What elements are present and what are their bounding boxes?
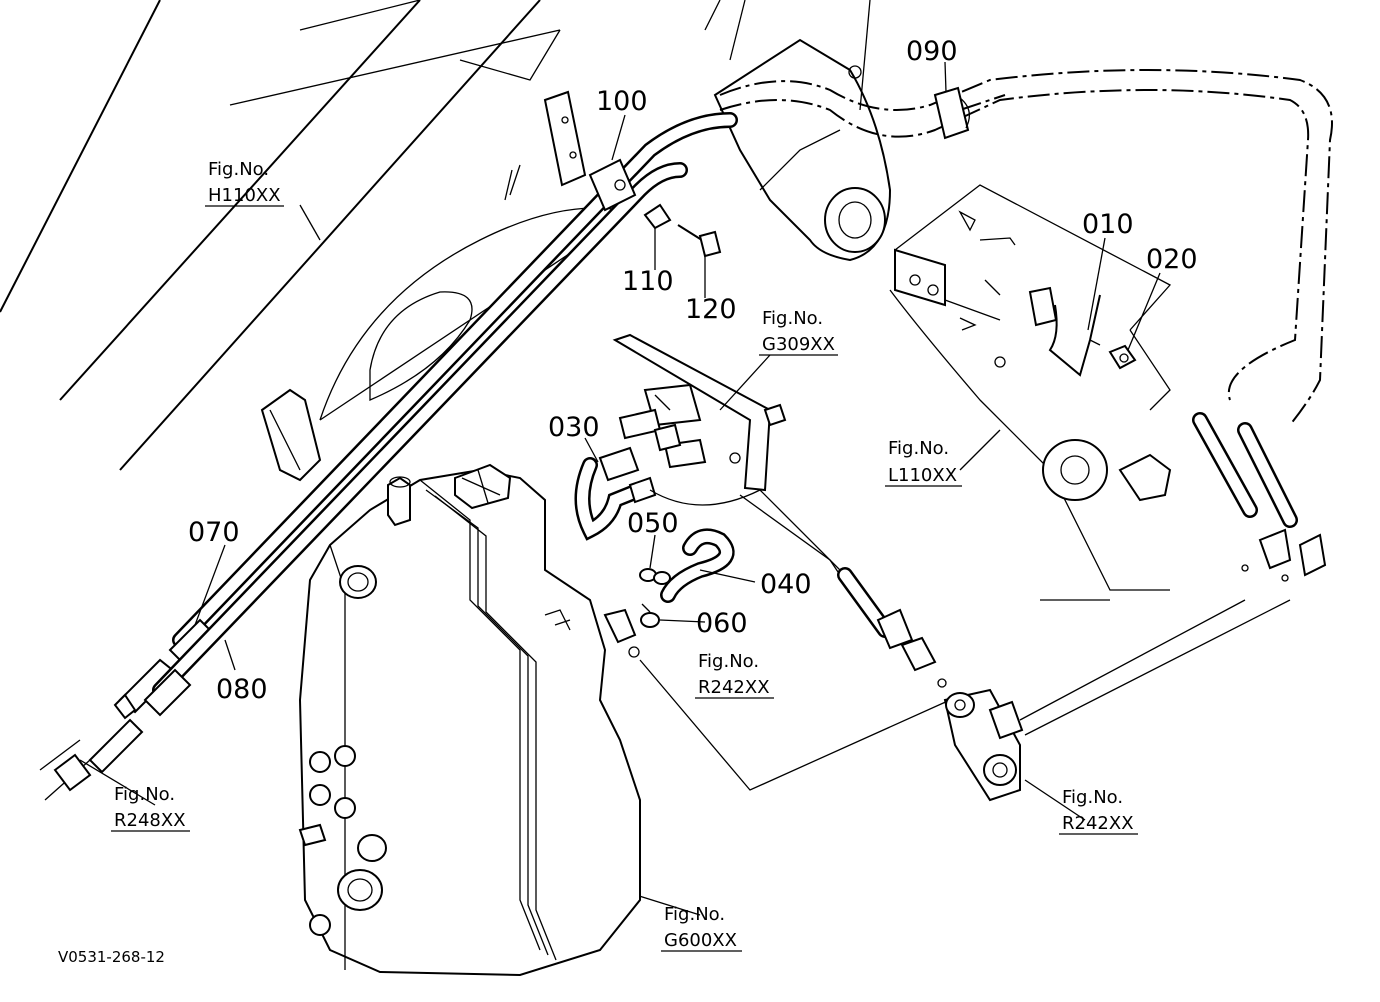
part-labels: 090 100 010 020 110 120 030 050 070 040 … [188, 36, 1198, 705]
tank-g600 [298, 463, 641, 977]
fig-l110-code: L110XX [888, 465, 957, 486]
hose-080 [88, 162, 688, 774]
part-label-070: 070 [188, 517, 240, 548]
clamp-050 [639, 568, 671, 585]
fig-r248-code: R248XX [114, 810, 186, 831]
fig-r242-right-code: R242XX [1062, 813, 1134, 834]
hose-040 [660, 528, 735, 603]
fig-g600-label: Fig.No. [664, 904, 725, 925]
part-label-050: 050 [627, 508, 679, 539]
valve-assembly-g309 [612, 333, 787, 492]
part-label-110: 110 [622, 266, 674, 297]
hose-070 [118, 112, 738, 714]
elbow-fitting [603, 608, 640, 658]
part-label-100: 100 [596, 86, 648, 117]
part-label-080: 080 [216, 674, 268, 705]
collar-110 [643, 203, 672, 230]
fig-l110-label: Fig.No. [888, 438, 949, 459]
mount-bracket [889, 184, 1172, 601]
hose-030 [574, 446, 657, 541]
fig-h110-code: H110XX [208, 185, 281, 206]
leader-lines [79, 61, 1291, 916]
hose-to-distributor [649, 489, 947, 688]
part-label-030: 030 [548, 412, 600, 443]
part-label-120: 120 [685, 294, 737, 325]
bolt-020 [1108, 344, 1137, 370]
fig-r242-mid-code: R242XX [698, 677, 770, 698]
distributor-block-r242 [943, 688, 1024, 802]
clamp-060 [640, 603, 660, 628]
fig-r242-right-label: Fig.No. [1062, 787, 1123, 808]
lift-arm [704, 0, 892, 262]
hose-090 [719, 69, 1333, 582]
part-label-090: 090 [906, 36, 958, 67]
chassis-frame [0, 0, 621, 482]
clamp-010 [1028, 286, 1101, 377]
fig-r248-label: Fig.No. [114, 784, 175, 805]
fig-r242-mid-label: Fig.No. [698, 651, 759, 672]
figure-references: Fig.No. H110XX Fig.No. G309XX Fig.No. L1… [111, 159, 1138, 952]
drawing-code: V0531-268-12 [58, 948, 165, 966]
part-label-040: 040 [760, 569, 812, 600]
fig-g309-label: Fig.No. [762, 308, 823, 329]
hose-clamp-100 [588, 158, 637, 212]
bolt-120 [677, 224, 722, 258]
part-label-020: 020 [1146, 244, 1198, 275]
fig-g600-code: G600XX [664, 930, 737, 951]
part-label-060: 060 [696, 608, 748, 639]
fig-g309-code: G309XX [762, 334, 835, 355]
hose-ends-left [39, 693, 137, 801]
part-label-010: 010 [1082, 209, 1134, 240]
fig-h110-label: Fig.No. [208, 159, 269, 180]
